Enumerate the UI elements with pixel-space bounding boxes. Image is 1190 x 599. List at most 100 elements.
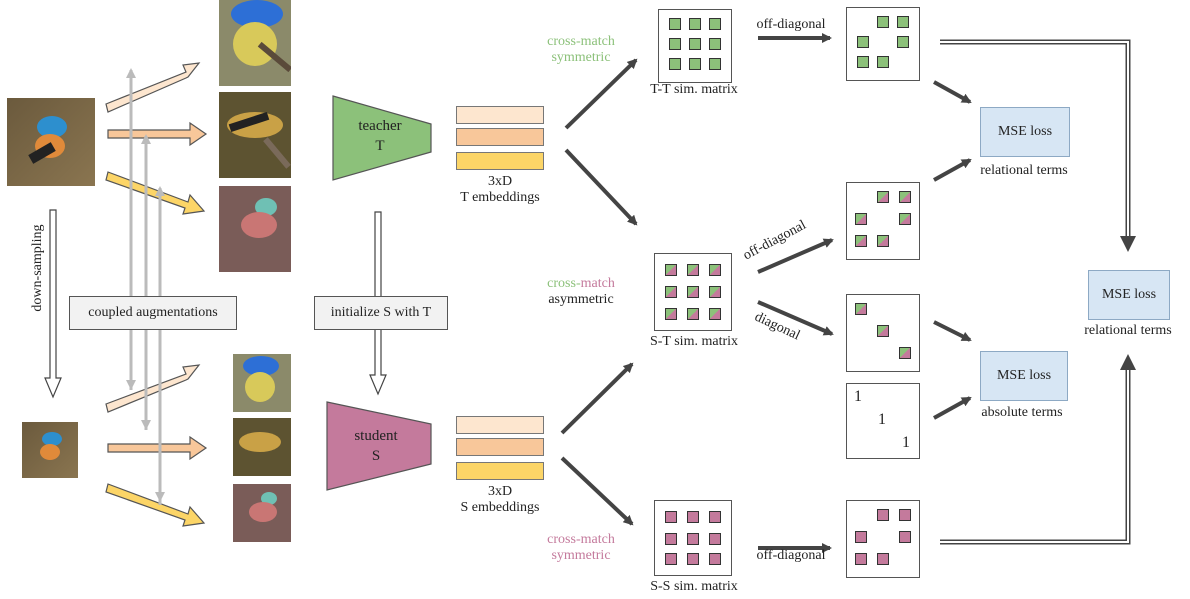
matrix-cell-mixed	[709, 264, 721, 276]
aug-arrow-bottom-2	[107, 435, 208, 461]
matrix-cell-teacher	[857, 56, 869, 68]
augmented-bird-photo-2	[219, 92, 291, 178]
st-offdiag-matrix	[846, 182, 920, 260]
st-sim-matrix-label: S-T sim. matrix	[649, 334, 739, 349]
matrix-cell-teacher	[709, 18, 721, 30]
matrix-cell-student	[665, 511, 677, 523]
s-embedding-2	[456, 438, 544, 456]
teacher-network	[332, 95, 432, 181]
matrix-cell-teacher	[669, 18, 681, 30]
matrix-cell-mixed	[709, 308, 721, 320]
matrix-cell-student	[665, 553, 677, 565]
matrix-cell-teacher	[877, 16, 889, 28]
s-embedding-3	[456, 462, 544, 480]
matrix-cell-student	[687, 553, 699, 565]
cross-match-symmetric-student: cross-match symmetric	[547, 532, 615, 563]
flow-arrows	[560, 33, 972, 553]
matrix-cell-student	[899, 509, 911, 521]
off-diagonal-label-bottom: off-diagonal	[756, 548, 826, 563]
matrix-cell-student	[709, 533, 721, 545]
matrix-cell-teacher	[857, 36, 869, 48]
coupled-augmentations-box: coupled augmentations	[69, 296, 237, 330]
matrix-cell-student	[855, 531, 867, 543]
matrix-cell-mixed	[877, 325, 889, 337]
matrix-cell-teacher	[689, 18, 701, 30]
ss-sim-matrix-label: S-S sim. matrix	[650, 579, 738, 594]
tt-sim-matrix-label: T-T sim. matrix	[650, 82, 738, 97]
bird-photo-original	[7, 98, 95, 186]
student-label: student S	[354, 428, 398, 464]
matrix-cell-teacher	[669, 58, 681, 70]
s-embedding-1	[456, 416, 544, 434]
mse-loss-absolute: MSE loss	[980, 351, 1068, 401]
cross-match-symmetric-teacher: cross-match symmetric	[547, 34, 615, 65]
matrix-cell-mixed	[709, 286, 721, 298]
matrix-cell-student	[709, 553, 721, 565]
st-sim-matrix	[654, 253, 732, 331]
matrix-cell-student	[855, 553, 867, 565]
matrix-cell-mixed	[877, 191, 889, 203]
matrix-cell-mixed	[877, 235, 889, 247]
identity-value: 1	[902, 434, 910, 451]
matrix-cell-student	[899, 531, 911, 543]
identity-value: 1	[878, 411, 886, 428]
matrix-cell-student	[709, 511, 721, 523]
ss-offdiag-matrix	[846, 500, 920, 578]
matrix-cell-teacher	[897, 36, 909, 48]
matrix-cell-mixed	[687, 264, 699, 276]
relational-terms-label-1: relational terms	[980, 163, 1068, 178]
augmented-bird-photo-6	[233, 484, 291, 542]
matrix-cell-mixed	[687, 286, 699, 298]
student-network	[326, 401, 432, 491]
aug-arrow-top-1	[105, 62, 201, 113]
identity-value: 1	[854, 388, 862, 405]
matrix-cell-student	[687, 511, 699, 523]
matrix-cell-student	[877, 509, 889, 521]
tt-offdiag-matrix	[846, 7, 920, 81]
matrix-cell-teacher	[877, 56, 889, 68]
ss-sim-matrix	[654, 500, 732, 576]
matrix-cell-teacher	[709, 38, 721, 50]
matrix-cell-mixed	[665, 308, 677, 320]
matrix-cell-student	[877, 553, 889, 565]
aug-arrow-top-3	[105, 171, 206, 215]
augmented-bird-photo-5	[233, 418, 291, 476]
matrix-cell-student	[665, 533, 677, 545]
matrix-cell-teacher	[709, 58, 721, 70]
matrix-cell-mixed	[855, 303, 867, 315]
matrix-cell-teacher	[897, 16, 909, 28]
bird-photo-small	[22, 422, 78, 478]
s-embeddings-label: 3xD S embeddings	[460, 484, 540, 515]
matrix-cell-mixed	[899, 347, 911, 359]
down-sampling-label: down-sampling	[30, 224, 45, 312]
augmented-bird-photo-1	[219, 0, 291, 86]
aug-arrow-top-2	[107, 121, 208, 147]
augmented-bird-photo-4	[233, 354, 291, 412]
st-diag-matrix	[846, 294, 920, 372]
t-embedding-2	[456, 128, 544, 146]
identity-matrix: 1 1 1	[846, 383, 920, 459]
down-sampling-arrow	[44, 209, 62, 399]
t-embeddings-label: 3xD T embeddings	[460, 174, 540, 205]
off-diagonal-label-top: off-diagonal	[756, 17, 826, 32]
cross-match-asymmetric: cross-match asymmetric	[547, 276, 615, 307]
matrix-cell-teacher	[689, 38, 701, 50]
matrix-cell-mixed	[855, 235, 867, 247]
matrix-cell-mixed	[855, 213, 867, 225]
augmented-bird-photo-3	[219, 186, 291, 272]
relational-terms-label-2: relational terms	[1084, 323, 1172, 338]
absolute-terms-label: absolute terms	[981, 405, 1063, 420]
matrix-cell-mixed	[665, 286, 677, 298]
teacher-label: teacher T	[358, 118, 402, 154]
matrix-cell-teacher	[669, 38, 681, 50]
route-lines	[940, 39, 1136, 545]
matrix-cell-teacher	[689, 58, 701, 70]
t-embedding-1	[456, 106, 544, 124]
mse-loss-relational-1: MSE loss	[980, 107, 1070, 157]
mse-loss-relational-2: MSE loss	[1088, 270, 1170, 320]
t-embedding-3	[456, 152, 544, 170]
aug-arrow-bottom-1	[105, 364, 201, 413]
matrix-cell-mixed	[687, 308, 699, 320]
matrix-cell-mixed	[899, 213, 911, 225]
matrix-cell-student	[687, 533, 699, 545]
